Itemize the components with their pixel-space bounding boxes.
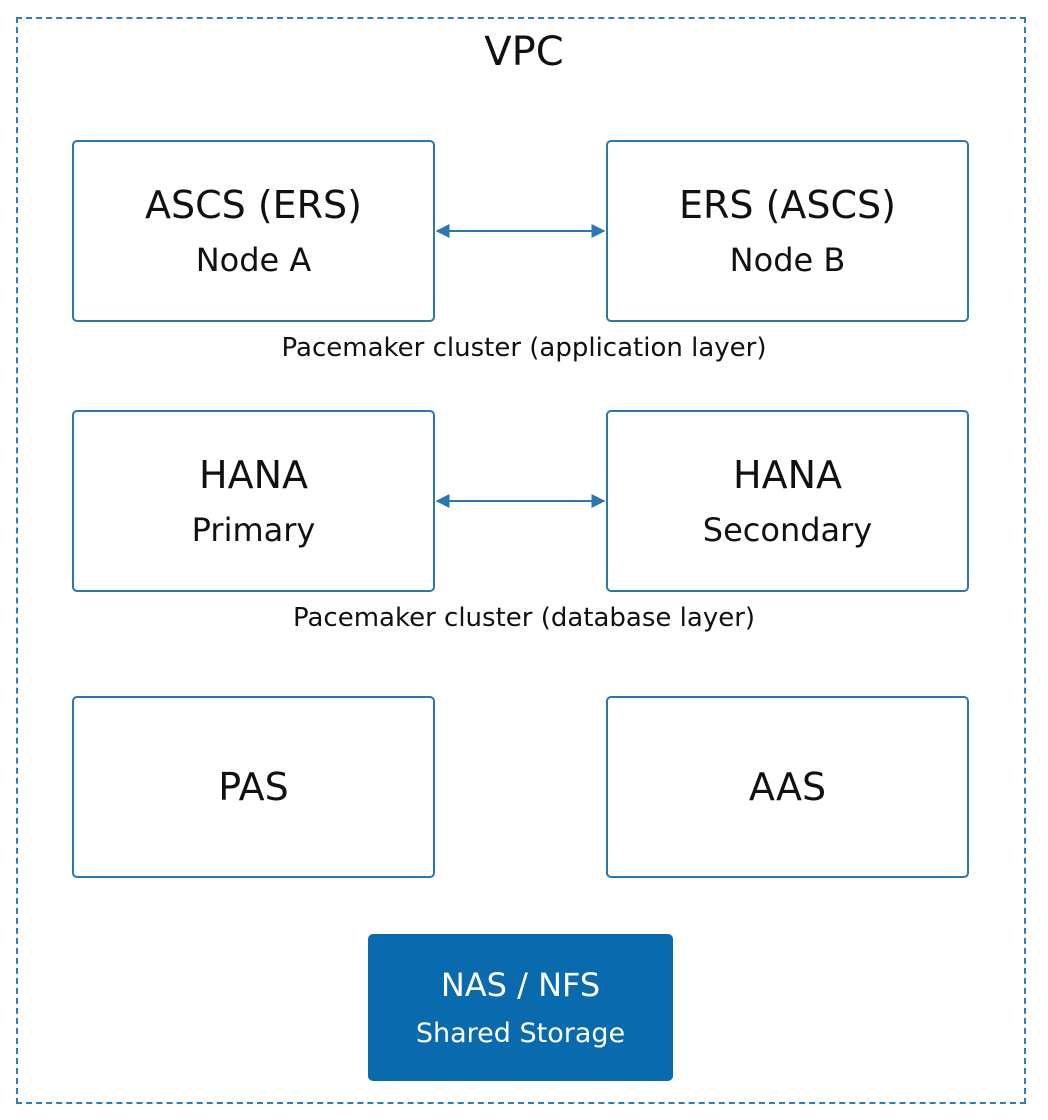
vpc-boundary [16, 17, 1026, 1104]
hana-primary-subtitle: Primary [191, 511, 316, 549]
vpc-title: VPC [484, 29, 564, 75]
hana-primary-box: HANA Primary [72, 410, 435, 592]
shared-storage-box: NAS / NFS Shared Storage [368, 934, 673, 1081]
storage-subtitle: Shared Storage [415, 1017, 626, 1049]
ers-node-b-title: ERS (ASCS) [678, 183, 897, 227]
database-cluster-label: Pacemaker cluster (database layer) [292, 603, 756, 633]
ers-node-b-box: ERS (ASCS) Node B [606, 140, 969, 322]
pas-title: PAS [218, 765, 289, 809]
hana-primary-title: HANA [199, 453, 308, 497]
ascs-node-a-box: ASCS (ERS) Node A [72, 140, 435, 322]
aas-title: AAS [748, 765, 827, 809]
ascs-node-a-subtitle: Node A [195, 241, 312, 279]
ascs-node-a-title: ASCS (ERS) [144, 183, 363, 227]
application-cluster-label: Pacemaker cluster (application layer) [281, 333, 767, 363]
aas-box: AAS [606, 696, 969, 878]
hana-secondary-subtitle: Secondary [702, 511, 873, 549]
pas-box: PAS [72, 696, 435, 878]
storage-title: NAS / NFS [440, 965, 601, 1004]
ers-node-b-subtitle: Node B [729, 241, 846, 279]
hana-secondary-title: HANA [733, 453, 842, 497]
hana-secondary-box: HANA Secondary [606, 410, 969, 592]
